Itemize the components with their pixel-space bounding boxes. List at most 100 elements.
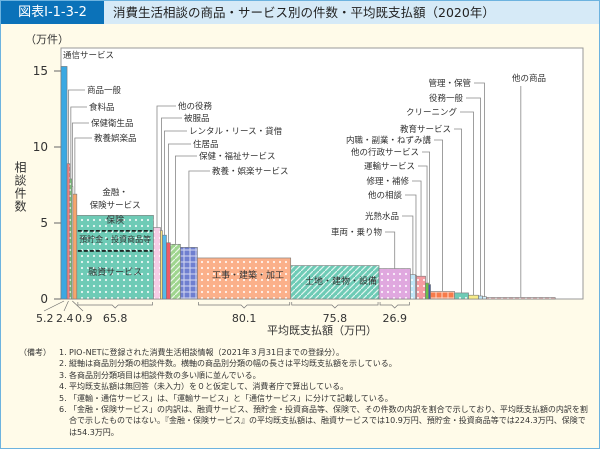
bar-label: 預貯金・投資商品等 — [79, 234, 151, 244]
bar-label: 工事・建築・加工 — [212, 269, 284, 281]
bar — [378, 268, 411, 300]
note-text: 「金融・保険サービス」の内訳は、融資サービス、預貯金・投資商品等、保険で、その件… — [69, 405, 588, 437]
bar-label: 融資サービス — [88, 266, 142, 278]
bar-label: 他の役務 — [178, 101, 213, 112]
bar-group — [486, 297, 556, 300]
bar-label: 食料品 — [89, 102, 115, 113]
brace — [379, 302, 410, 309]
note-text: 各商品別分類項目は相談件数の多い順に並んでいる。 — [69, 370, 261, 380]
leader-line — [71, 122, 89, 187]
leader-line — [434, 139, 443, 292]
bar-label: 他の行政サービス — [351, 147, 419, 158]
bar-label: 保険サービス — [90, 200, 141, 211]
leader-line — [168, 143, 191, 243]
bar-group — [478, 295, 483, 300]
y-tick-label: 5 — [40, 216, 48, 230]
leader-line — [70, 106, 87, 179]
note-text: 「運輸・通信サービス」は、「運輸サービス」と「通信サービス」に分けて記載している… — [69, 393, 393, 403]
bar-group — [66, 163, 71, 300]
bar-label: 内職・副業・ねずみ講 — [346, 135, 432, 146]
bar — [66, 163, 71, 300]
bar-group — [430, 291, 455, 300]
figure-id: 図表Ⅰ-1-3-2 — [1, 1, 104, 24]
bar — [153, 227, 161, 300]
bar-group — [166, 242, 171, 300]
bar — [430, 291, 455, 300]
bar-group — [180, 247, 198, 300]
bar-group — [76, 215, 154, 300]
bar-label: 役務一般 — [429, 93, 464, 104]
payment-label: 0.9 — [75, 312, 93, 325]
bar — [410, 274, 416, 300]
bar-label: 住居品 — [193, 139, 219, 150]
leader-line — [156, 105, 176, 228]
note-number: 4. — [59, 382, 67, 392]
leader-line — [175, 155, 197, 245]
leader-line — [164, 130, 187, 236]
notes-label: （備考） — [19, 348, 51, 357]
y-axis-title: 相談件数 — [13, 161, 27, 213]
x-axis-title: 平均既支払額（万円） — [267, 323, 377, 337]
leader-line — [405, 194, 417, 276]
bar — [486, 297, 556, 300]
value-leader — [63, 300, 69, 312]
note-number: 1. — [59, 348, 67, 357]
bar-group — [290, 265, 380, 300]
leader-line — [188, 170, 210, 248]
note-row: 4.平均既支払額は無回答（未入力）を０と仮定して、消費者庁で算出している。 — [19, 381, 589, 392]
leader-line — [460, 111, 474, 296]
bar-group — [482, 296, 487, 300]
note-row: （備考） 1. PIO-NETに登録された消費生活相談情報（2021年３月31日… — [19, 347, 589, 358]
bar-label: 車両・乗り物 — [331, 227, 383, 238]
bar-group — [410, 274, 416, 300]
note-text: PIO-NETに登録された消費生活相談情報（2021年３月31日までの登録分）。 — [69, 348, 345, 357]
bar-group — [468, 294, 479, 300]
leader-line — [161, 117, 182, 231]
bar-group — [454, 292, 469, 300]
leader-line — [385, 231, 396, 269]
note-number: 3. — [59, 370, 67, 380]
brace — [198, 302, 291, 309]
bar-label: 運輸サービス — [364, 161, 415, 172]
bar — [197, 257, 292, 300]
value-leader — [43, 300, 65, 312]
bar — [482, 296, 487, 300]
bar-label: 金融・ — [102, 187, 128, 198]
notes: （備考） 1. PIO-NETに登録された消費生活相談情報（2021年３月31日… — [19, 347, 589, 438]
bar-group — [197, 257, 292, 300]
note-number: 6. — [59, 405, 67, 415]
bar-label: 土地・建物・設備 — [305, 275, 377, 287]
y-tick-label: 15 — [33, 64, 48, 78]
bar-label: 管理・保管 — [428, 78, 471, 89]
bar — [454, 292, 469, 300]
bar-label: 保険 — [106, 214, 124, 226]
bar-label: 他の相談 — [368, 190, 403, 201]
bar-label: レンタル・リース・貸借 — [189, 126, 283, 137]
bar-label: 教育サービス — [400, 124, 451, 135]
brace — [77, 302, 153, 309]
bar-label: 他の商品 — [512, 73, 546, 84]
leader-line — [412, 180, 422, 277]
note-row: 2.縦軸は商品別分類の相談件数。横軸の商品別分類の幅の長さは平均既支払額を示して… — [19, 358, 589, 369]
leader-line — [474, 82, 485, 297]
leader-line — [454, 128, 462, 293]
payment-label: 26.9 — [382, 312, 407, 325]
leader-line — [466, 97, 481, 296]
payment-label: 65.8 — [103, 312, 128, 325]
bar-label: 通信サービス — [63, 50, 114, 61]
bar — [180, 247, 198, 300]
bar-label: 修理・補修 — [366, 176, 409, 187]
bar-group — [72, 193, 78, 300]
note-text: 縦軸は商品別分類の相談件数。横軸の商品別分類の幅の長さは平均既支払額を示している… — [69, 359, 397, 369]
bar-label: 商品一般 — [87, 85, 122, 96]
note-number: 2. — [59, 359, 67, 369]
payment-label: 80.1 — [232, 312, 257, 325]
payment-label: 5.2 — [36, 312, 54, 325]
payment-label: 2.4 — [56, 312, 74, 325]
bar — [416, 275, 426, 300]
bar — [166, 242, 171, 300]
bar-group — [170, 243, 181, 300]
